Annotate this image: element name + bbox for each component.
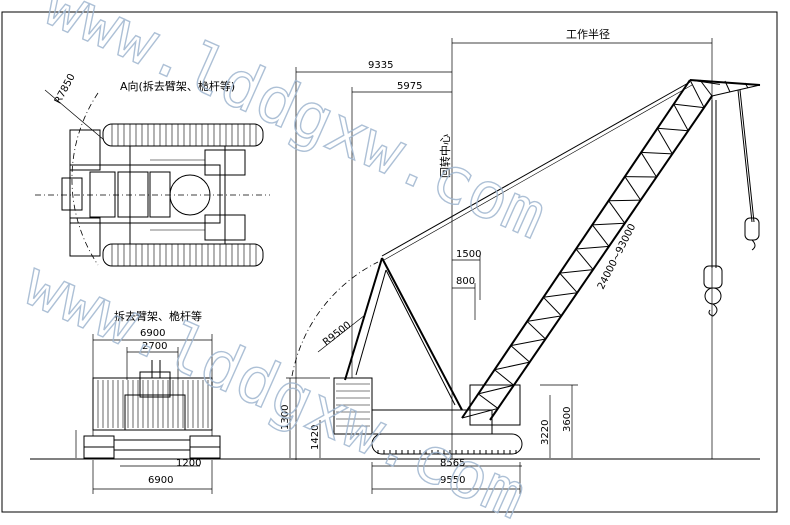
mast-front-leg xyxy=(381,257,463,411)
boom-pendant xyxy=(381,81,691,257)
plan-superstructure xyxy=(69,164,221,224)
dim-5975: 5975 xyxy=(397,81,422,92)
side-elevation: 工作半径 9335 5975 回转中心 1500 800 R9500 xyxy=(280,27,761,494)
side-track-pads xyxy=(377,450,517,454)
dim-1200: 1200 xyxy=(176,458,201,469)
watermark-2: www.lddgxw.com xyxy=(13,247,536,525)
plan-top-track xyxy=(102,123,264,147)
dim-1300: 1300 xyxy=(280,405,291,430)
side-counterweight-lines xyxy=(336,383,370,427)
dim-3220: 3220 xyxy=(540,420,551,445)
mast-back-leg xyxy=(344,257,383,381)
plan-view-title: A向(拆去臂架、桅杆等) xyxy=(120,79,235,93)
dim-9335: 9335 xyxy=(368,60,393,71)
work-radius-label: 工作半径 xyxy=(566,27,610,41)
aux-hook xyxy=(744,217,760,251)
front-view-title: 拆去臂架、桅杆等 xyxy=(114,309,202,323)
plan-view-a: A向(拆去臂架、桅杆等) R7850 xyxy=(35,72,270,267)
lattice-boom xyxy=(461,79,721,421)
dim-1500: 1500 xyxy=(456,249,481,260)
dim-6900-bottom: 6900 xyxy=(148,475,173,486)
r9500-label: R9500 xyxy=(321,320,353,349)
front-view: 拆去臂架、桅杆等 6900 2700 1200 6900 xyxy=(75,309,221,494)
rotation-center-label: 回转中心 xyxy=(438,134,452,178)
main-hook xyxy=(703,265,723,317)
dim-6900-top: 6900 xyxy=(140,328,165,339)
dim-800: 800 xyxy=(456,276,475,287)
dim-3600: 3600 xyxy=(562,407,573,432)
dim-8565: 8565 xyxy=(440,458,465,469)
drawing-frame xyxy=(1,11,778,513)
plan-track-links xyxy=(111,124,257,266)
dim-9550: 9550 xyxy=(440,475,465,486)
tail-swing-arc xyxy=(71,92,99,266)
r7850-label: R7850 xyxy=(53,72,78,106)
dim-1420: 1420 xyxy=(310,425,321,450)
dim-2700: 2700 xyxy=(142,341,167,352)
r9500-arc xyxy=(291,261,379,377)
plan-bottom-track xyxy=(102,243,264,267)
front-counterweight-lines xyxy=(97,380,209,428)
